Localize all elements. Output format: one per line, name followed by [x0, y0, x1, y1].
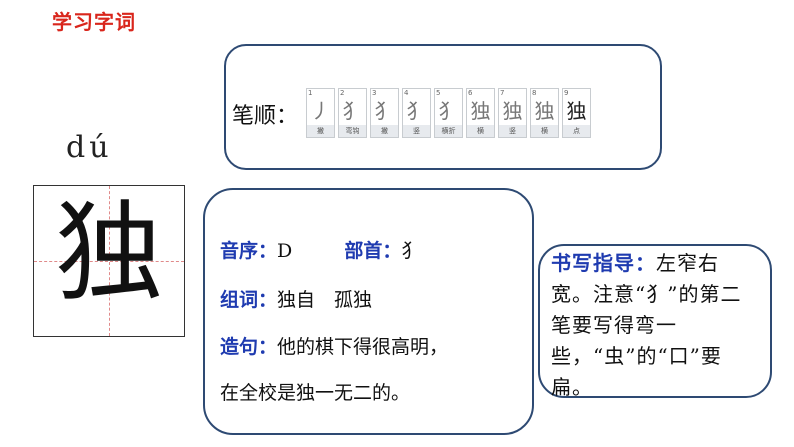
pinyin: dú — [66, 130, 113, 165]
radical-label: 部首： — [344, 240, 402, 262]
stroke-step-name: 横 — [531, 125, 558, 137]
sentence-line2: 在全校是独一无二的。 — [220, 382, 411, 404]
stroke-step-name: 横 — [467, 125, 494, 137]
info-sentence-line: 造句：他的棋下得很高明， — [220, 332, 448, 359]
stroke-step: 1 丿撇 — [306, 88, 335, 138]
stroke-step-number: 3 — [372, 89, 377, 97]
section-title: 学习字词 — [52, 10, 136, 34]
writing-guide: 书写指导：左窄右宽。注意“犭”的第二笔要写得弯一些，“虫”的“口”要扁。 — [551, 248, 751, 403]
stroke-step-name: 竖 — [403, 125, 430, 137]
stroke-step-number: 4 — [404, 89, 409, 97]
stroke-step-name: 点 — [563, 125, 590, 137]
guide-label: 书写指导： — [551, 251, 656, 275]
stroke-step-number: 8 — [532, 89, 537, 97]
stroke-step-glyph: 犭 — [438, 99, 459, 123]
stroke-step: 7 独竖 — [498, 88, 527, 138]
stroke-step-number: 6 — [468, 89, 473, 97]
info-panel — [203, 188, 534, 435]
guide-text: 左窄右宽。注意“犭”的第二笔要写得弯一些，“虫”的“口”要扁。 — [551, 251, 742, 399]
stroke-step-name: 竖 — [499, 125, 526, 137]
words-value: 独自 孤独 — [277, 289, 373, 311]
stroke-step-glyph: 丿 — [310, 99, 331, 123]
character-grid: 独 — [33, 185, 185, 337]
stroke-order-label: 笔顺： — [232, 104, 299, 129]
stroke-step-glyph: 独 — [534, 99, 555, 123]
main-character: 独 — [54, 191, 163, 316]
stroke-step-name: 横折 — [435, 125, 462, 137]
stroke-step-number: 7 — [500, 89, 505, 97]
stroke-step-glyph: 独 — [502, 99, 523, 123]
stroke-step: 5 犭横折 — [434, 88, 463, 138]
stroke-step-glyph: 犭 — [374, 99, 395, 123]
stroke-step: 3 犭撇 — [370, 88, 399, 138]
stroke-step: 4 犭竖 — [402, 88, 431, 138]
sentence-line1: 他的棋下得很高明， — [277, 336, 449, 358]
writing-guide-panel — [538, 244, 772, 398]
stroke-step-glyph: 犭 — [406, 99, 427, 123]
stroke-step: 2 犭弯钩 — [338, 88, 367, 138]
stroke-step-number: 9 — [564, 89, 569, 97]
order-label: 音序： — [220, 240, 278, 262]
stroke-step-name: 撇 — [371, 125, 398, 137]
info-order-line: 音序：D 部首：犭 — [220, 236, 420, 263]
stroke-step-name: 撇 — [307, 125, 334, 137]
info-sentence-line2: 在全校是独一无二的。 — [220, 378, 410, 405]
stroke-step: 6 独横 — [466, 88, 495, 138]
stroke-step-number: 2 — [340, 89, 345, 97]
radical-value: 犭 — [401, 240, 421, 262]
sentence-label: 造句： — [220, 336, 278, 358]
info-words-line: 组词：独自 孤独 — [220, 285, 372, 312]
stroke-step-glyph: 犭 — [342, 99, 363, 123]
stroke-step-number: 1 — [308, 89, 313, 97]
order-value: D — [277, 240, 293, 262]
stroke-step: 9 独点 — [562, 88, 591, 138]
stroke-step-glyph: 独 — [470, 99, 491, 123]
stroke-step: 8 独横 — [530, 88, 559, 138]
stroke-step-glyph: 独 — [566, 99, 587, 123]
stroke-step-name: 弯钩 — [339, 125, 366, 137]
grid-vertical-guide — [109, 186, 110, 336]
stroke-step-number: 5 — [436, 89, 441, 97]
words-label: 组词： — [220, 289, 278, 311]
